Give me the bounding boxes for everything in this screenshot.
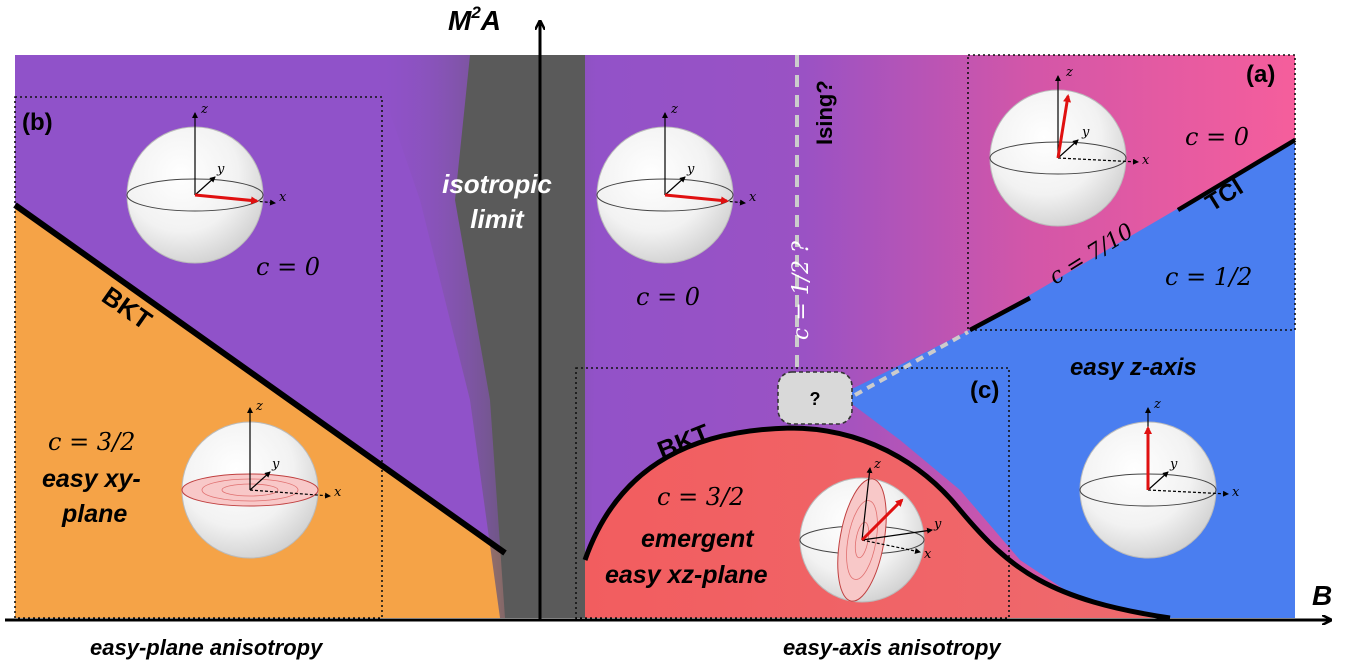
panel-b-label: (b) [22,109,53,136]
y-axis-arrow [861,527,933,541]
spin-arrow [664,193,729,205]
x-axis-label: B [1312,580,1332,611]
svg-text:y: y [216,162,225,177]
svg-text:z: z [200,102,208,117]
spin-arrow [860,498,904,542]
isotropic-label-1: isotropic [442,169,552,199]
emergent-label-2: easy xz-plane [605,561,768,589]
y-axis-label: M2A [448,3,501,36]
bkt-right-curve [582,425,1171,621]
easy-xy-label-2: plane [61,500,127,528]
x-axis-arrow [249,489,331,499]
panel-a-label: (a) [1246,61,1275,88]
svg-text:z: z [1065,65,1073,80]
panel-c-label: (c) [970,377,999,404]
svg-text:y: y [686,162,695,177]
svg-text:x: x [1142,153,1150,168]
sphere-mid: z y x [596,102,757,264]
sphere-b-top: z y x [126,102,287,264]
isotropic-label-2: limit [470,204,525,234]
svg-text:y: y [1169,457,1178,472]
svg-text:y: y [271,457,280,472]
bkt-left-line [13,202,507,556]
panel-a-box [967,54,1296,331]
svg-text:y: y [933,517,942,532]
sphere-a: z y x [989,65,1150,227]
svg-text:x: x [749,190,757,205]
svg-text:y: y [1081,125,1090,140]
left-c0-label: c = 0 [256,253,320,281]
isotropic-core-right [540,55,585,618]
spin-arrow [194,193,259,205]
svg-text:z: z [255,399,263,414]
first-order-line-1 [968,296,1032,332]
spin-arrow [1056,94,1071,159]
emergent-label-1: emergent [641,525,755,553]
svg-text:z: z [1153,397,1161,412]
right-caption: easy-axis anisotropy [783,635,1002,660]
sphere-z: z y x [1079,397,1240,559]
left-orange-region [15,205,515,618]
svg-text:z: z [873,457,881,472]
easy-z-axis-label: easy z-axis [1070,354,1197,381]
c-half-question-label: c = 1/2 ? [789,241,814,340]
svg-text:x: x [279,190,287,205]
x-axis-arrow [1057,157,1139,165]
first-order-line-2 [1176,138,1297,212]
top-right-c0-label: c = 0 [1185,123,1249,151]
svg-text:x: x [924,547,932,562]
x-axis-arrow [1147,489,1229,497]
easy-xy-label-1: easy xy- [42,465,141,493]
y-axis-arrow [249,471,271,491]
ising-label: Ising? [812,80,837,145]
panel-c-box [575,367,1010,619]
svg-text:z: z [670,102,678,117]
y-axis-arrow [1057,139,1079,159]
y-axis-arrow [1147,471,1169,491]
question-box [777,371,853,425]
y-axis-arrow [664,176,686,196]
dashed-boundary-diag [854,330,969,397]
panel-b-box [14,96,383,619]
svg-text:x: x [334,485,342,500]
mid-c0-label: c = 0 [636,283,700,311]
isotropic-core-left [455,55,540,618]
y-axis-arrow [194,176,216,196]
svg-text:x: x [1232,485,1240,500]
sphere-b-bottom: z y x [181,399,342,559]
left-caption: easy-plane anisotropy [90,635,324,660]
question-label: ? [810,389,821,409]
c-half-label: c = 1/2 [1165,263,1252,291]
emergent-c32-label: c = 3/2 [657,483,744,511]
z-axis-arrow [861,467,873,541]
left-c32-label: c = 3/2 [48,428,135,456]
sphere-c: z y x [799,457,942,603]
